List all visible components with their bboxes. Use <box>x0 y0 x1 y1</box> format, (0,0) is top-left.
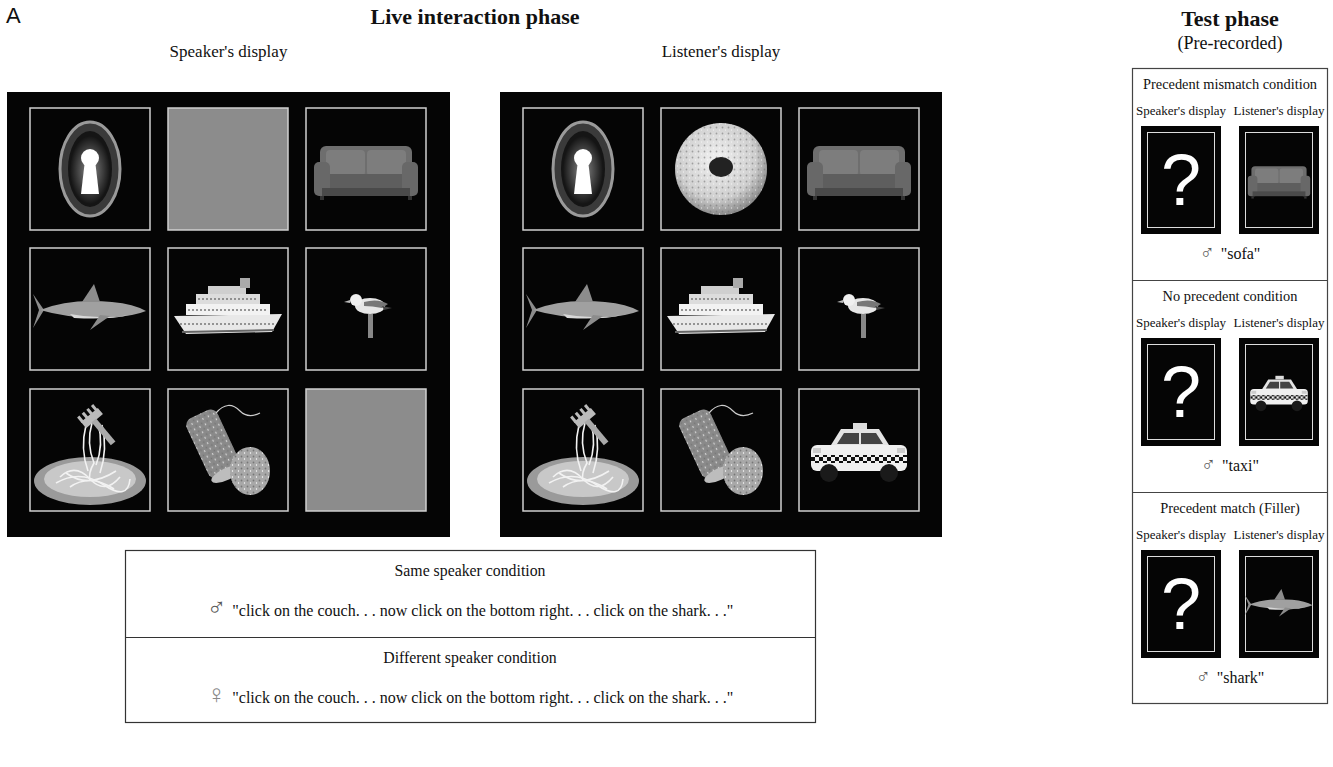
square-node: Speaker's display? <box>1141 338 1221 446</box>
phase-subheading: (Pre-recorded) <box>1132 32 1328 54</box>
display-node: Listener's display <box>500 92 942 537</box>
display-label: Speaker's display <box>1136 102 1226 119</box>
speaker-utterance: "taxi" <box>1222 456 1259 476</box>
question-mark: ? <box>1141 338 1221 446</box>
display-label: Speaker's display <box>1136 526 1226 543</box>
speaker-gender-symbol: ♀ <box>207 681 227 707</box>
speaker-quote-row: ♂"click on the couch. . . now click on t… <box>125 594 815 621</box>
square-node: Listener's display <box>1239 550 1319 658</box>
band-node: Different speaker condition ♀"click on th… <box>125 637 815 723</box>
display-heading: Listener's display <box>500 42 942 62</box>
speaker-quote-row: ♀"click on the couch. . . now click on t… <box>125 681 815 708</box>
square-node: Listener's display <box>1239 338 1319 446</box>
condition-box <box>126 551 816 723</box>
listener-display-grid <box>500 92 942 537</box>
panel-letter: A <box>6 3 21 29</box>
display-node: Speaker's display <box>7 92 450 537</box>
band-node: Same speaker condition ♂"click on the cou… <box>125 550 815 637</box>
display-label: Listener's display <box>1234 102 1325 119</box>
condition-heading: Precedent mismatch condition <box>1132 75 1328 94</box>
speaker-gender-symbol: ♂ <box>1196 666 1211 686</box>
speaker-utterance: "click on the couch. . . now click on th… <box>232 688 733 708</box>
speaker-display-grid <box>7 92 450 537</box>
display-heading: Speaker's display <box>7 42 450 62</box>
phase-heading: Test phase <box>1132 6 1328 32</box>
speaker-utterance: "sofa" <box>1221 244 1261 264</box>
condition-heading: Same speaker condition <box>125 561 815 580</box>
test-displays <box>1141 126 1319 658</box>
phase-heading: Live interaction phase <box>0 4 950 30</box>
square-node: Speaker's display? <box>1141 126 1221 234</box>
question-mark: ? <box>1141 126 1221 234</box>
speaker-quote-row: ♂ "shark" <box>1132 666 1328 688</box>
speaker-quote-row: ♂ "taxi" <box>1132 454 1328 476</box>
square-node: Listener's display <box>1239 126 1319 234</box>
speaker-gender-symbol: ♂ <box>1201 454 1216 474</box>
speaker-gender-symbol: ♂ <box>207 594 227 620</box>
panel-node: Precedent mismatch condition♂"sofa"Speak… <box>1132 68 1328 280</box>
question-mark: ? <box>1141 550 1221 658</box>
test-phase-frame <box>1133 69 1328 704</box>
condition-heading: Precedent match (Filler) <box>1132 499 1328 518</box>
display-label: Listener's display <box>1234 526 1325 543</box>
speaker-utterance: "shark" <box>1217 668 1265 688</box>
display-label: Listener's display <box>1234 314 1325 331</box>
display-label: Speaker's display <box>1136 314 1226 331</box>
speaker-gender-symbol: ♂ <box>1200 242 1215 262</box>
panel-node: Precedent match (Filler) ♂ "shark" Speaker'… <box>1132 492 1328 704</box>
column-node: Test phase(Pre-recorded)Precedent mismat… <box>1132 68 1328 704</box>
panel-node: No precedent condition♂"taxi"Speaker's d… <box>1132 280 1328 492</box>
condition-heading: Different speaker condition <box>125 648 815 667</box>
condition-heading: No precedent condition <box>1132 287 1328 306</box>
speaker-utterance: "click on the couch. . . now click on th… <box>232 601 733 621</box>
square-node: Speaker's display? <box>1141 550 1221 658</box>
speaker-quote-row: ♂ "sofa" <box>1132 242 1328 264</box>
